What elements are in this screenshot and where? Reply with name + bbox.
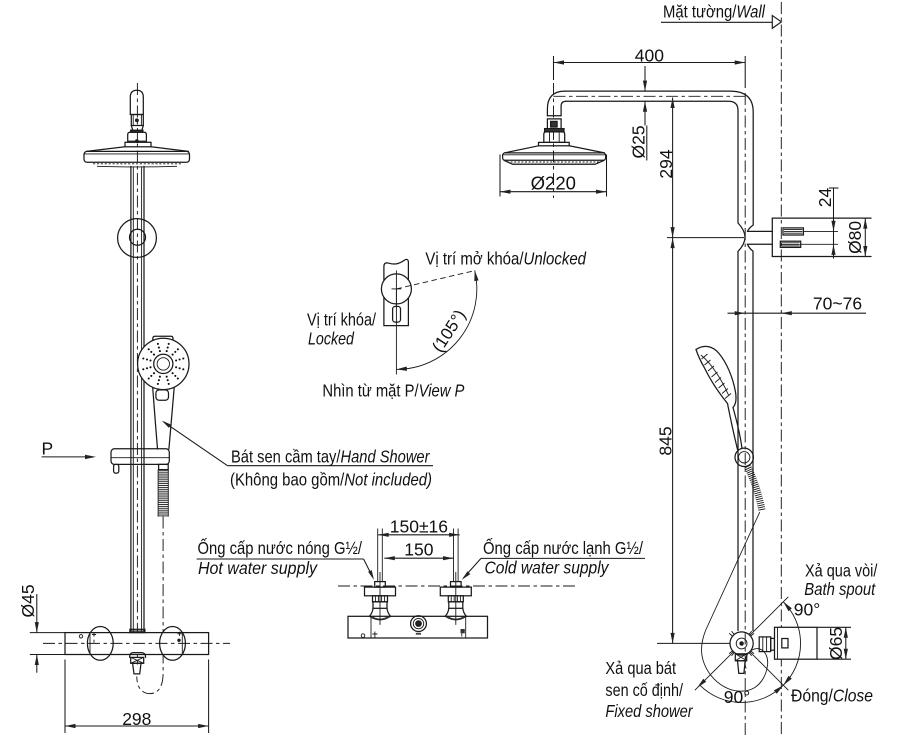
svg-text:(Không bao gồm/: (Không bao gồm/ bbox=[230, 470, 344, 490]
svg-text:Fixed shower: Fixed shower bbox=[605, 701, 693, 721]
svg-text:Ø65: Ø65 bbox=[826, 627, 846, 660]
svg-text:Hand Shower: Hand Shower bbox=[341, 447, 431, 467]
svg-text:Unlocked: Unlocked bbox=[524, 249, 588, 269]
svg-text:sen cố định/: sen cố định/ bbox=[605, 680, 683, 700]
svg-text:Bát sen cầm tay/: Bát sen cầm tay/ bbox=[231, 447, 341, 467]
svg-text:70~76: 70~76 bbox=[813, 294, 862, 314]
svg-text:Vị trí mở khóa/: Vị trí mở khóa/ bbox=[425, 249, 523, 269]
svg-text:Close: Close bbox=[833, 686, 873, 706]
svg-text:Cold water supply: Cold water supply bbox=[485, 558, 610, 578]
svg-text:90°: 90° bbox=[794, 600, 820, 620]
svg-text:845: 845 bbox=[656, 426, 676, 455]
svg-text:Bath spout: Bath spout bbox=[804, 579, 876, 599]
svg-text:View P: View P bbox=[419, 381, 465, 401]
svg-text:Ø80: Ø80 bbox=[845, 221, 865, 254]
svg-text:P: P bbox=[42, 439, 54, 459]
svg-text:Ø25: Ø25 bbox=[629, 125, 649, 158]
svg-text:Locked: Locked bbox=[308, 329, 355, 349]
svg-text:Mặt tường/: Mặt tường/ bbox=[663, 1, 737, 21]
svg-text:150±16: 150±16 bbox=[390, 517, 448, 537]
svg-text:Nhìn từ mặt P/: Nhìn từ mặt P/ bbox=[322, 381, 418, 401]
svg-text:Hot water supply: Hot water supply bbox=[198, 558, 318, 578]
svg-text:Vị trí khóa/: Vị trí khóa/ bbox=[307, 310, 376, 330]
svg-text:90°: 90° bbox=[724, 687, 750, 707]
svg-text:Ống cấp nước nóng G½/: Ống cấp nước nóng G½/ bbox=[198, 537, 363, 558]
svg-text:Xả qua bát: Xả qua bát bbox=[605, 658, 676, 678]
svg-text:Đóng/: Đóng/ bbox=[791, 686, 833, 706]
svg-text:Wall: Wall bbox=[736, 1, 766, 21]
svg-text:24: 24 bbox=[815, 188, 835, 208]
svg-text:Ø45: Ø45 bbox=[18, 584, 38, 617]
svg-text:Not included): Not included) bbox=[344, 470, 432, 490]
svg-text:298: 298 bbox=[122, 709, 151, 729]
svg-text:294: 294 bbox=[656, 149, 676, 178]
svg-text:150: 150 bbox=[404, 540, 433, 560]
svg-text:400: 400 bbox=[635, 46, 664, 66]
svg-text:Ống cấp nước lạnh G½/: Ống cấp nước lạnh G½/ bbox=[483, 537, 643, 558]
svg-text:Xả qua vòi/: Xả qua vòi/ bbox=[805, 561, 878, 581]
svg-text:Ø220: Ø220 bbox=[531, 173, 576, 194]
